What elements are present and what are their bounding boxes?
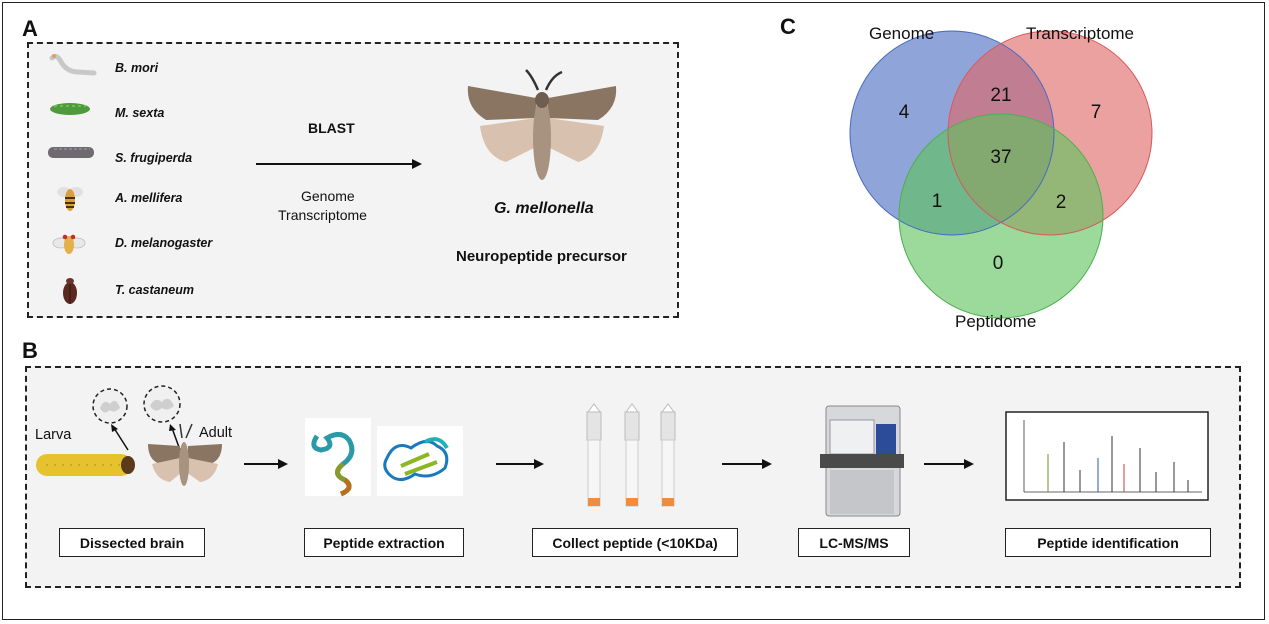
panel-b-letter: B [22, 338, 38, 363]
panel-a-letter: A [22, 16, 38, 41]
genome-method-label: Genome [301, 188, 355, 204]
filter-tubes-icon [586, 403, 676, 507]
blast-label: BLAST [308, 120, 355, 136]
fruit-fly-icon [52, 234, 86, 254]
wax-moth-icon [467, 69, 617, 180]
panel-c-letter: C [780, 14, 796, 39]
genome-set-label: Genome [869, 24, 935, 43]
flow-arrow-1 [244, 459, 288, 469]
step-lc-ms-ms: LC-MS/MS [798, 528, 910, 557]
blast-arrow [256, 159, 422, 169]
transcriptome-only-count: 7 [1090, 102, 1102, 123]
flow-arrow-4 [924, 459, 974, 469]
mass-spectrum-icon [1005, 411, 1209, 501]
mass-spectrometer-icon [820, 405, 904, 517]
step-dissected-brain: Dissected brain [59, 528, 205, 557]
genome-only-count: 4 [898, 102, 910, 123]
target-species-name: G. mellonella [494, 200, 594, 217]
neuropeptide-precursor-label: Neuropeptide precursor [456, 248, 627, 265]
peptide-structure-icon [305, 418, 463, 497]
step-peptide-identification: Peptide identification [1005, 528, 1211, 557]
adult-label: Adult [199, 425, 233, 441]
species-name: T. castaneum [115, 283, 194, 297]
adult-moth-icon [148, 423, 222, 486]
step-peptide-extraction: Peptide extraction [304, 528, 464, 557]
sample-organisms [36, 385, 222, 486]
transcriptome-method-label: Transcriptome [278, 207, 367, 223]
all-three-count: 37 [990, 147, 1012, 168]
honeybee-icon [57, 187, 83, 211]
species-name: S. frugiperda [115, 151, 193, 165]
beetle-icon [63, 278, 77, 304]
peptidome-only-count: 0 [992, 253, 1004, 274]
larva-label: Larva [35, 427, 72, 443]
genome-transcriptome-count: 21 [990, 85, 1012, 106]
peptidome-set-label: Peptidome [955, 312, 1037, 331]
transcriptome-peptidome-count: 2 [1055, 192, 1067, 213]
larva-icon [36, 454, 132, 476]
species-name: B. mori [115, 61, 159, 75]
species-name: D. melanogaster [115, 236, 213, 250]
transcriptome-set-label: Transcriptome [1026, 24, 1135, 43]
panel-a-box [27, 42, 679, 318]
flow-arrow-3 [722, 459, 772, 469]
flow-arrow-2 [496, 459, 544, 469]
species-name: M. sexta [115, 106, 165, 120]
silkworm-icon [49, 53, 97, 76]
step-collect-peptide: Collect peptide (<10KDa) [532, 528, 738, 557]
genome-peptidome-count: 1 [931, 191, 943, 212]
hornworm-icon [50, 103, 90, 115]
armyworm-icon [48, 147, 94, 158]
peptidome-circle [899, 114, 1103, 318]
species-name: A. mellifera [115, 191, 183, 205]
